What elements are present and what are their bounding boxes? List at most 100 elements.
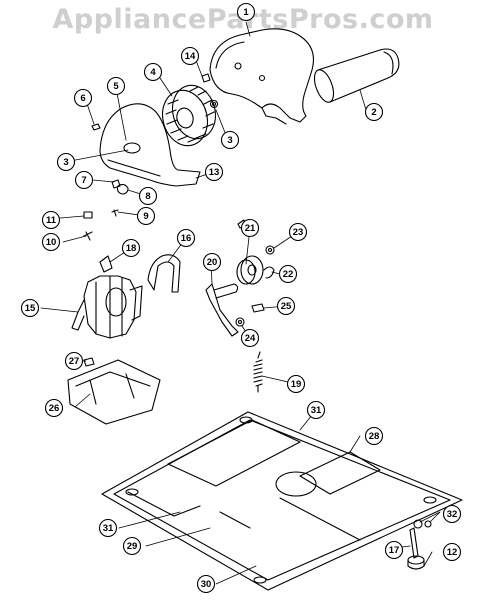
- callout-circle: [138, 186, 158, 206]
- callout-circle: [240, 218, 260, 238]
- drive-motor: [71, 255, 143, 339]
- callout-label: 7: [81, 175, 86, 186]
- callout-c3a: 3: [56, 152, 76, 172]
- exhaust-duct: [313, 48, 400, 103]
- callout-label: 8: [145, 191, 150, 202]
- idler-spring: [253, 351, 263, 393]
- callout-label: 17: [389, 545, 400, 556]
- callout-c32: 32: [442, 504, 462, 524]
- callout-label: 12: [447, 547, 458, 558]
- callout-circle: [176, 228, 196, 248]
- callout-c2: 2: [364, 102, 384, 122]
- idler-hardware: [235, 245, 275, 327]
- callout-label: 32: [447, 509, 458, 520]
- callout-label: 3: [63, 157, 68, 168]
- callout-label: 15: [25, 303, 36, 314]
- callout-circle: [220, 130, 240, 150]
- callout-circle: [306, 400, 326, 420]
- callout-label: 28: [369, 431, 380, 442]
- callout-c27: 27: [64, 351, 84, 371]
- callout-c24: 24: [240, 328, 260, 348]
- callout-circle: [121, 238, 141, 258]
- callout-circle: [44, 398, 64, 418]
- callout-circle: [364, 102, 384, 122]
- callout-label: 18: [126, 243, 137, 254]
- callout-label: 20: [207, 257, 218, 268]
- blower-wheel: [161, 84, 217, 147]
- callout-label: 13: [209, 167, 220, 178]
- callout-c25: 25: [276, 296, 296, 316]
- callout-circle: [64, 351, 84, 371]
- callout-label: 6: [80, 93, 85, 104]
- callout-circle: [143, 62, 163, 82]
- callout-c22: 22: [278, 264, 298, 284]
- callout-circle: [98, 518, 118, 538]
- callout-c1: 1: [236, 2, 256, 22]
- callout-c8: 8: [138, 186, 158, 206]
- blower-cover-plate: [99, 103, 201, 187]
- callout-c18: 18: [121, 238, 141, 258]
- callout-circle: [180, 46, 200, 66]
- callout-c29: 29: [122, 536, 142, 556]
- callout-circle: [41, 232, 61, 252]
- callout-c6: 6: [73, 88, 93, 108]
- callout-c3b: 3: [220, 130, 240, 150]
- callout-c21: 21: [240, 218, 260, 238]
- callout-circle: [276, 296, 296, 316]
- hardware-screws: [83, 73, 219, 367]
- callout-circle: [442, 504, 462, 524]
- callout-c30: 30: [196, 574, 216, 594]
- callout-label: 21: [245, 223, 256, 234]
- callout-c11: 11: [41, 210, 61, 230]
- callout-c19: 19: [286, 374, 306, 394]
- callout-c15: 15: [20, 298, 40, 318]
- callout-label: 4: [150, 67, 156, 78]
- callout-label: 22: [283, 269, 294, 280]
- callout-circle: [196, 574, 216, 594]
- callout-circle: [106, 76, 126, 96]
- callout-c31b: 31: [98, 518, 118, 538]
- callout-c4: 4: [143, 62, 163, 82]
- callout-label: 24: [245, 333, 256, 344]
- callout-c5: 5: [106, 76, 126, 96]
- callout-circle: [286, 374, 306, 394]
- callout-circle: [442, 542, 462, 562]
- callout-c7: 7: [74, 170, 94, 190]
- callout-circle: [288, 222, 308, 242]
- callout-c14: 14: [180, 46, 200, 66]
- callout-c20: 20: [202, 252, 222, 272]
- callout-c12: 12: [442, 542, 462, 562]
- callout-circle: [122, 536, 142, 556]
- callout-circle: [73, 88, 93, 108]
- callout-c28: 28: [364, 426, 384, 446]
- callout-label: 29: [127, 541, 138, 552]
- callout-label: 31: [103, 523, 114, 534]
- callout-circle: [20, 298, 40, 318]
- callout-label: 2: [371, 107, 376, 118]
- callout-label: 5: [113, 81, 119, 92]
- callout-label: 1: [243, 7, 249, 18]
- blower-housing: [209, 28, 315, 125]
- callout-c9: 9: [136, 206, 156, 226]
- callout-c16: 16: [176, 228, 196, 248]
- callout-label: 30: [201, 579, 212, 590]
- callout-c10: 10: [41, 232, 61, 252]
- callout-circle: [204, 162, 224, 182]
- callout-circle: [384, 540, 404, 560]
- leveling-foot: [407, 519, 432, 570]
- callout-c17: 17: [384, 540, 404, 560]
- callout-circle: [41, 210, 61, 230]
- callout-circle: [74, 170, 94, 190]
- callout-label: 14: [185, 51, 196, 62]
- motor-bracket: [147, 254, 181, 293]
- callout-c26: 26: [44, 398, 64, 418]
- callout-label: 9: [143, 211, 148, 222]
- callout-label: 27: [69, 356, 80, 367]
- base-pan: [101, 411, 463, 591]
- callout-label: 26: [49, 403, 60, 414]
- callout-label: 19: [291, 379, 302, 390]
- callout-circle: [56, 152, 76, 172]
- callout-c23: 23: [288, 222, 308, 242]
- idler-arm: [205, 283, 239, 337]
